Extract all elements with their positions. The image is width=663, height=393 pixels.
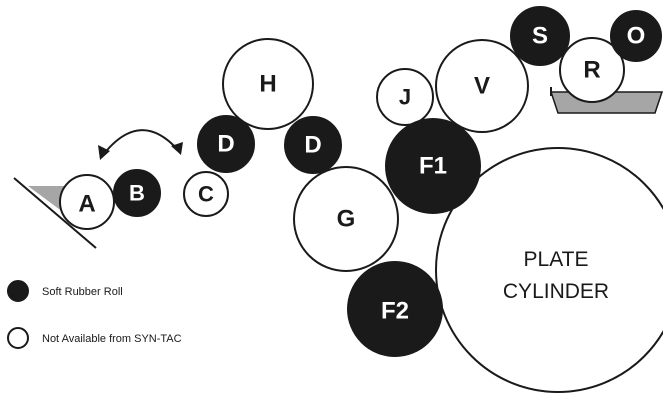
roll-f1-label: F1 [419,153,447,180]
roll-o: O [610,10,662,62]
roll-s: S [510,6,570,66]
roll-f1: F1 [385,118,481,214]
legend-item-soft-rubber: Soft Rubber Roll [7,280,123,302]
roll-o-label: O [627,23,646,50]
left-ink-tray [13,177,97,249]
legend-label-not-available: Not Available from SYN-TAC [42,333,182,345]
roll-c: C [183,171,229,217]
roll-s-label: S [532,23,548,50]
legend-swatch-soft-rubber [7,280,29,302]
plate-cylinder-label-line2: CYLINDER [503,280,609,303]
roll-d-right: D [284,116,342,174]
legend-item-not-available: Not Available from SYN-TAC [7,327,182,349]
roll-h: H [222,38,314,130]
roll-r: R [559,37,625,103]
roll-v: V [435,39,529,133]
legend-swatch-not-available [7,327,29,349]
roll-a-label: A [78,191,95,218]
roll-a: A [59,174,115,230]
roll-d-left: D [197,115,255,173]
legend-label-soft-rubber: Soft Rubber Roll [42,286,123,298]
roll-j-label: J [399,85,411,110]
roll-g-label: G [337,206,356,233]
roll-f2: F2 [347,261,443,357]
roll-h-label: H [259,71,276,98]
oscillation-arrow [98,129,183,160]
roll-b: B [113,169,161,217]
roll-v-label: V [474,73,490,100]
roll-r-label: R [583,57,600,84]
roll-b-label: B [129,181,145,206]
roll-d-left-label: D [217,131,234,158]
roll-j: J [376,68,434,126]
roll-f2-label: F2 [381,298,409,325]
plate-cylinder-label-line1: PLATE [524,248,589,271]
plate-cylinder: PLATE CYLINDER [435,147,663,393]
roll-d-right-label: D [304,132,321,159]
roll-c-label: C [198,182,214,207]
legend: Soft Rubber Roll Not Available from SYN-… [7,280,182,349]
roll-g: G [293,166,399,272]
